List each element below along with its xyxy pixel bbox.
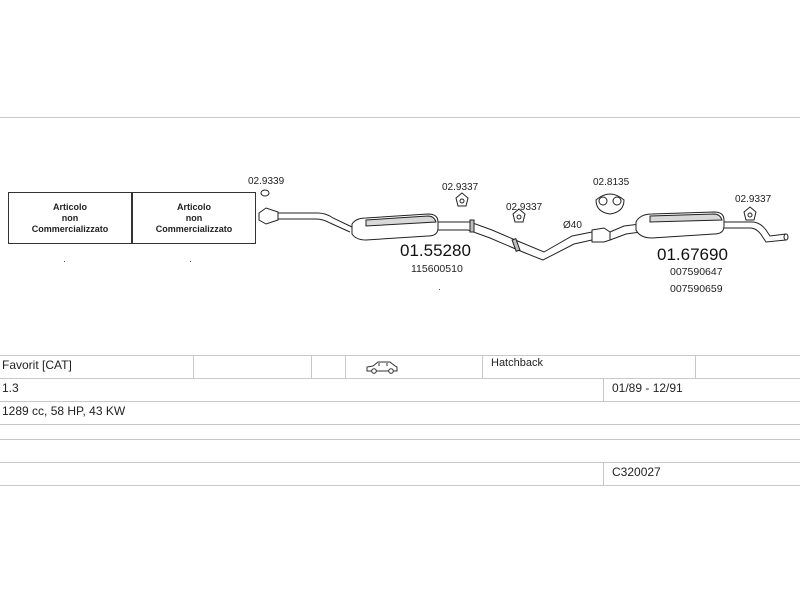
- front-clamp-ring[interactable]: [260, 189, 270, 197]
- middle-muffler-shade: [365, 215, 437, 227]
- rear-inlet-pipe[interactable]: [609, 223, 641, 233]
- box-line-3: Commercializzato: [31, 223, 109, 234]
- car-icon: [366, 361, 398, 374]
- not-commercialized-box-1: Articolo non Commercializzato: [8, 192, 132, 244]
- box-line-3: Commercializzato: [155, 223, 233, 234]
- row6-sep: [603, 462, 604, 485]
- row-line-7: [0, 485, 800, 486]
- system-code: C320027: [612, 465, 661, 479]
- front-pipe-lower[interactable]: [278, 218, 351, 233]
- part-label-rear-oe1[interactable]: 007590647: [670, 266, 723, 278]
- part-label-clamp-rear[interactable]: 02.8135: [593, 177, 630, 188]
- box-line-2: non: [185, 212, 203, 223]
- rear-inlet-pipe-lower[interactable]: [609, 231, 641, 241]
- row1-sep-4: [482, 355, 483, 378]
- box-line-1: Articolo: [52, 201, 87, 212]
- part-label-middle-oe[interactable]: 115600510: [411, 263, 463, 275]
- front-pipe[interactable]: [278, 212, 353, 228]
- rear-connector[interactable]: [591, 227, 611, 243]
- front-connector[interactable]: [258, 207, 279, 225]
- tail-pipe-lower[interactable]: [724, 227, 787, 243]
- pipe-clamp-marker[interactable]: [469, 219, 475, 233]
- row-line-1: [0, 355, 800, 356]
- row-line-3: [0, 401, 800, 402]
- tail-pipe[interactable]: [724, 221, 787, 237]
- box-line-1: Articolo: [176, 201, 211, 212]
- part-label-clamp-front[interactable]: 02.9339: [248, 176, 285, 187]
- row-line-2: [0, 378, 800, 379]
- dot-marker-2: ·: [189, 256, 192, 266]
- not-commercialized-box-2: Articolo non Commercializzato: [132, 192, 256, 244]
- dot-marker-1: ·: [63, 256, 66, 266]
- dot-marker-3: ·: [438, 284, 441, 294]
- row-line-6: [0, 462, 800, 463]
- row-line-5: [0, 439, 800, 440]
- row1-sep-3: [345, 355, 346, 378]
- row1-sep-5: [695, 355, 696, 378]
- hanger-3-hole: [747, 212, 753, 218]
- middle-rear-pipe-lower[interactable]: [438, 229, 593, 261]
- frame-top-line: [0, 117, 800, 118]
- rear-clamp-ring-right: [612, 196, 622, 206]
- part-label-middle-muffler[interactable]: 01.55280: [400, 241, 471, 260]
- part-label-rear-muffler[interactable]: 01.67690: [657, 245, 728, 264]
- hanger-2-hole: [516, 214, 522, 220]
- engine-size: 1.3: [2, 381, 19, 395]
- exhaust-system-diagram: 02.9339 01.55280 115600510 02.9337 02.93…: [248, 176, 789, 295]
- row2-sep: [603, 378, 604, 401]
- part-label-hanger-mid[interactable]: 02.9337: [442, 182, 479, 193]
- part-label-clamp-size[interactable]: Ø40: [563, 220, 582, 231]
- body-type: Hatchback: [491, 357, 543, 369]
- rear-clamp-ring-left: [598, 196, 608, 206]
- hanger-1-hole: [459, 198, 465, 204]
- box-line-2: non: [61, 212, 79, 223]
- part-label-hanger-rear[interactable]: 02.9337: [735, 194, 772, 205]
- tail-pipe-end: [783, 233, 789, 241]
- production-dates: 01/89 - 12/91: [612, 381, 683, 395]
- vehicle-model: Favorit [CAT]: [2, 358, 72, 372]
- rear-muffler-shade: [649, 213, 723, 223]
- part-label-rear-oe2[interactable]: 007590659: [670, 283, 723, 295]
- row-line-4: [0, 424, 800, 425]
- middle-rear-pipe[interactable]: [438, 221, 593, 253]
- row1-sep-1: [193, 355, 194, 378]
- engine-specs: 1289 cc, 58 HP, 43 KW: [2, 404, 126, 418]
- pipe-clamp-marker-2[interactable]: [511, 238, 521, 252]
- row1-sep-2: [311, 355, 312, 378]
- part-label-hanger-mid2[interactable]: 02.9337: [506, 202, 543, 213]
